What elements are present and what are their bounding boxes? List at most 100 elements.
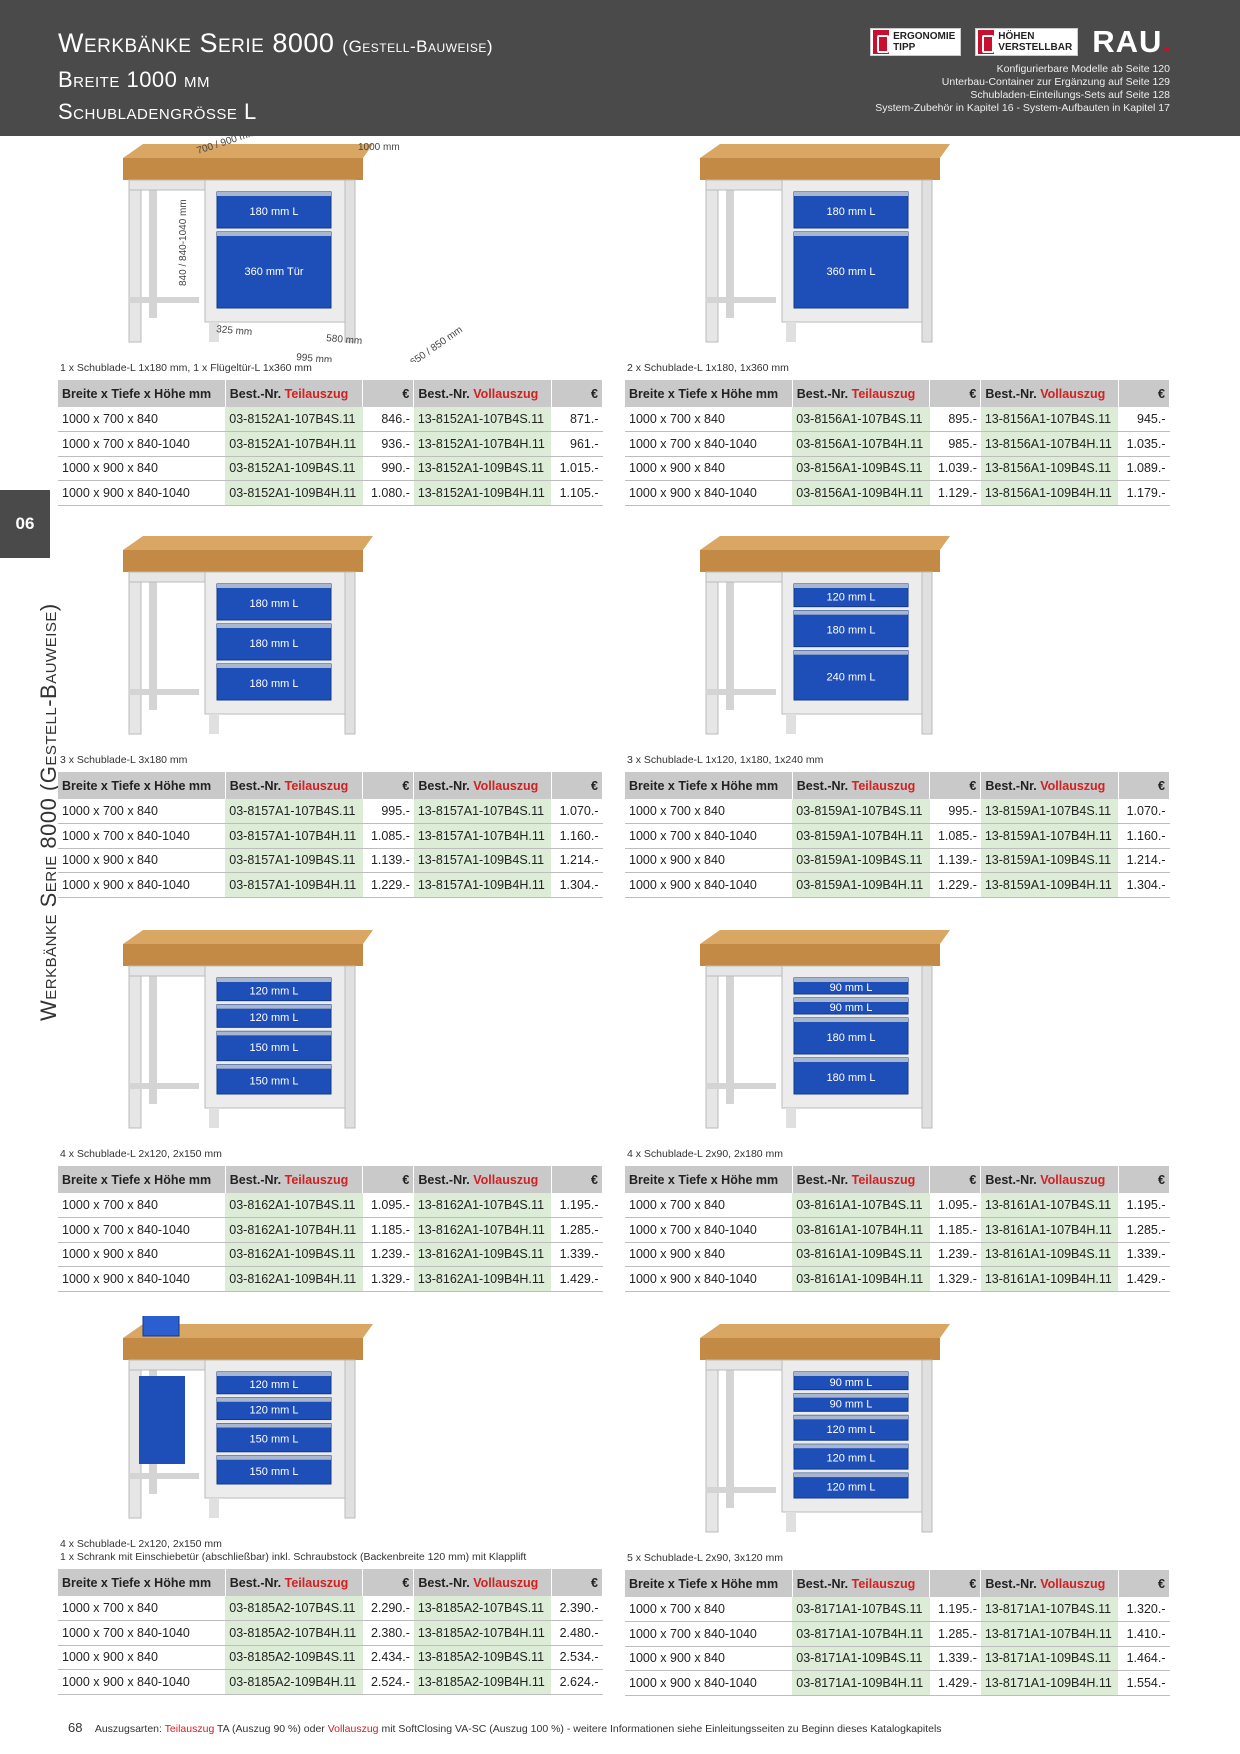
dims-cell: 1000 x 700 x 840 — [58, 799, 226, 824]
price: 1.304.- — [1118, 872, 1170, 898]
drawer-label: 180 mm L — [827, 625, 876, 637]
article-number: 13-8185A2-109B4S.11 — [413, 1645, 552, 1670]
dims-cell: 1000 x 700 x 840 — [58, 1193, 226, 1218]
worktop-front — [123, 1338, 363, 1360]
price: 1.089.- — [1118, 456, 1170, 481]
article-number: 13-8171A1-107B4S.11 — [980, 1597, 1119, 1622]
frame-rail — [706, 1487, 776, 1493]
drawer-handle — [794, 650, 908, 655]
chapter-tab[interactable]: 06 — [0, 490, 50, 558]
drawer-label: 180 mm L — [250, 598, 299, 610]
col-eur: € — [551, 772, 604, 799]
col-dims: Breite x Tiefe x Höhe mm — [58, 1166, 226, 1193]
dims-cell: 1000 x 900 x 840 — [58, 1645, 226, 1670]
frame-rail — [705, 571, 787, 583]
price: 990.- — [362, 456, 414, 481]
frame-leg — [128, 965, 142, 1129]
price: 1.329.- — [362, 1266, 414, 1292]
price: 2.380.- — [362, 1620, 414, 1646]
ergonomie-icon — [873, 30, 890, 54]
article-number: 03-8156A1-109B4S.11 — [792, 456, 930, 481]
drawer-front — [216, 623, 332, 661]
price: 2.524.- — [362, 1669, 414, 1695]
article-number: 03-8185A2-107B4S.11 — [225, 1596, 363, 1621]
price-table: Breite x Tiefe x Höhe mm Best.-Nr. Teila… — [58, 772, 604, 898]
price: 1.160.- — [551, 823, 603, 849]
drawer-label: 150 mm L — [250, 1075, 299, 1087]
drawer-handle — [794, 1393, 908, 1398]
col-eur: € — [1118, 1166, 1171, 1193]
article-number: 03-8157A1-109B4H.11 — [225, 872, 363, 898]
col-teil: Best.-Nr. Teilauszug — [225, 772, 364, 799]
frame-leg — [128, 179, 142, 343]
drawer-handle — [794, 978, 908, 982]
frame-leg — [705, 571, 719, 735]
article-number: 03-8161A1-107B4H.11 — [792, 1217, 930, 1243]
price: 1.070.- — [551, 799, 603, 824]
frame-leg — [149, 578, 157, 710]
article-number: 13-8162A1-109B4S.11 — [413, 1242, 552, 1267]
price: 1.304.- — [551, 872, 603, 898]
col-eur: € — [1118, 380, 1171, 407]
drawer-handle — [217, 1372, 331, 1376]
article-number: 13-8159A1-107B4H.11 — [980, 823, 1119, 849]
price: 1.080.- — [362, 480, 414, 506]
frame-leg — [705, 965, 719, 1129]
drawer-front — [793, 1393, 909, 1412]
col-dims: Breite x Tiefe x Höhe mm — [625, 1570, 793, 1597]
rau-logo: RAU. — [1092, 24, 1172, 59]
price: 1.339.- — [929, 1646, 981, 1671]
drawer-front — [216, 231, 332, 309]
drawer-front — [793, 1443, 909, 1470]
price-table: Breite x Tiefe x Höhe mm Best.-Nr. Teila… — [58, 380, 604, 506]
article-number: 13-8157A1-107B4S.11 — [413, 799, 552, 824]
drawer-handle — [217, 1397, 331, 1402]
article-number: 03-8162A1-107B4S.11 — [225, 1193, 363, 1218]
price: 961.- — [551, 431, 603, 457]
ref-line: Unterbau-Container zur Ergänzung auf Sei… — [941, 76, 1170, 88]
dimension-label: 650 / 850 mm — [408, 324, 464, 362]
frame-rail — [129, 1473, 199, 1479]
price: 1.285.- — [1118, 1217, 1170, 1243]
drawer-handle — [217, 978, 331, 982]
col-voll: Best.-Nr. Vollauszug — [413, 1166, 552, 1193]
col-eur: € — [929, 1166, 982, 1193]
dims-cell: 1000 x 900 x 840 — [625, 1242, 793, 1267]
page-title: Werkbänke Serie 8000 (Gestell-Bauweise) — [58, 28, 493, 58]
dims-cell: 1000 x 900 x 840 — [58, 848, 226, 873]
price: 995.- — [929, 799, 981, 824]
article-number: 13-8156A1-109B4H.11 — [980, 480, 1119, 506]
article-number: 03-8162A1-107B4H.11 — [225, 1217, 363, 1243]
article-number: 13-8152A1-107B4S.11 — [413, 407, 552, 432]
frame-rail — [706, 1083, 776, 1089]
drawer-front — [216, 1030, 332, 1062]
dims-cell: 1000 x 700 x 840 — [58, 407, 226, 432]
price: 1.105.- — [551, 480, 603, 506]
drawer-front — [793, 650, 909, 701]
frame-leg — [209, 1498, 219, 1518]
price: 1.129.- — [929, 480, 981, 506]
drawer-label: 180 mm L — [250, 638, 299, 650]
price: 1.195.- — [551, 1193, 603, 1218]
frame-leg — [921, 571, 933, 735]
price: 1.095.- — [929, 1193, 981, 1218]
drawer-handle — [794, 232, 908, 236]
frame-leg — [726, 1366, 734, 1508]
worktop-surface — [700, 144, 950, 158]
table-header-row: Breite x Tiefe x Höhe mm Best.-Nr. Teila… — [625, 380, 1171, 407]
dims-cell: 1000 x 900 x 840-1040 — [58, 1669, 226, 1695]
dimension-label: 840 / 840-1040 mm — [178, 199, 189, 286]
dims-cell: 1000 x 700 x 840-1040 — [625, 1217, 793, 1243]
product-caption: 1 x Schublade-L 1x180 mm, 1 x Flügeltür-… — [60, 362, 312, 374]
